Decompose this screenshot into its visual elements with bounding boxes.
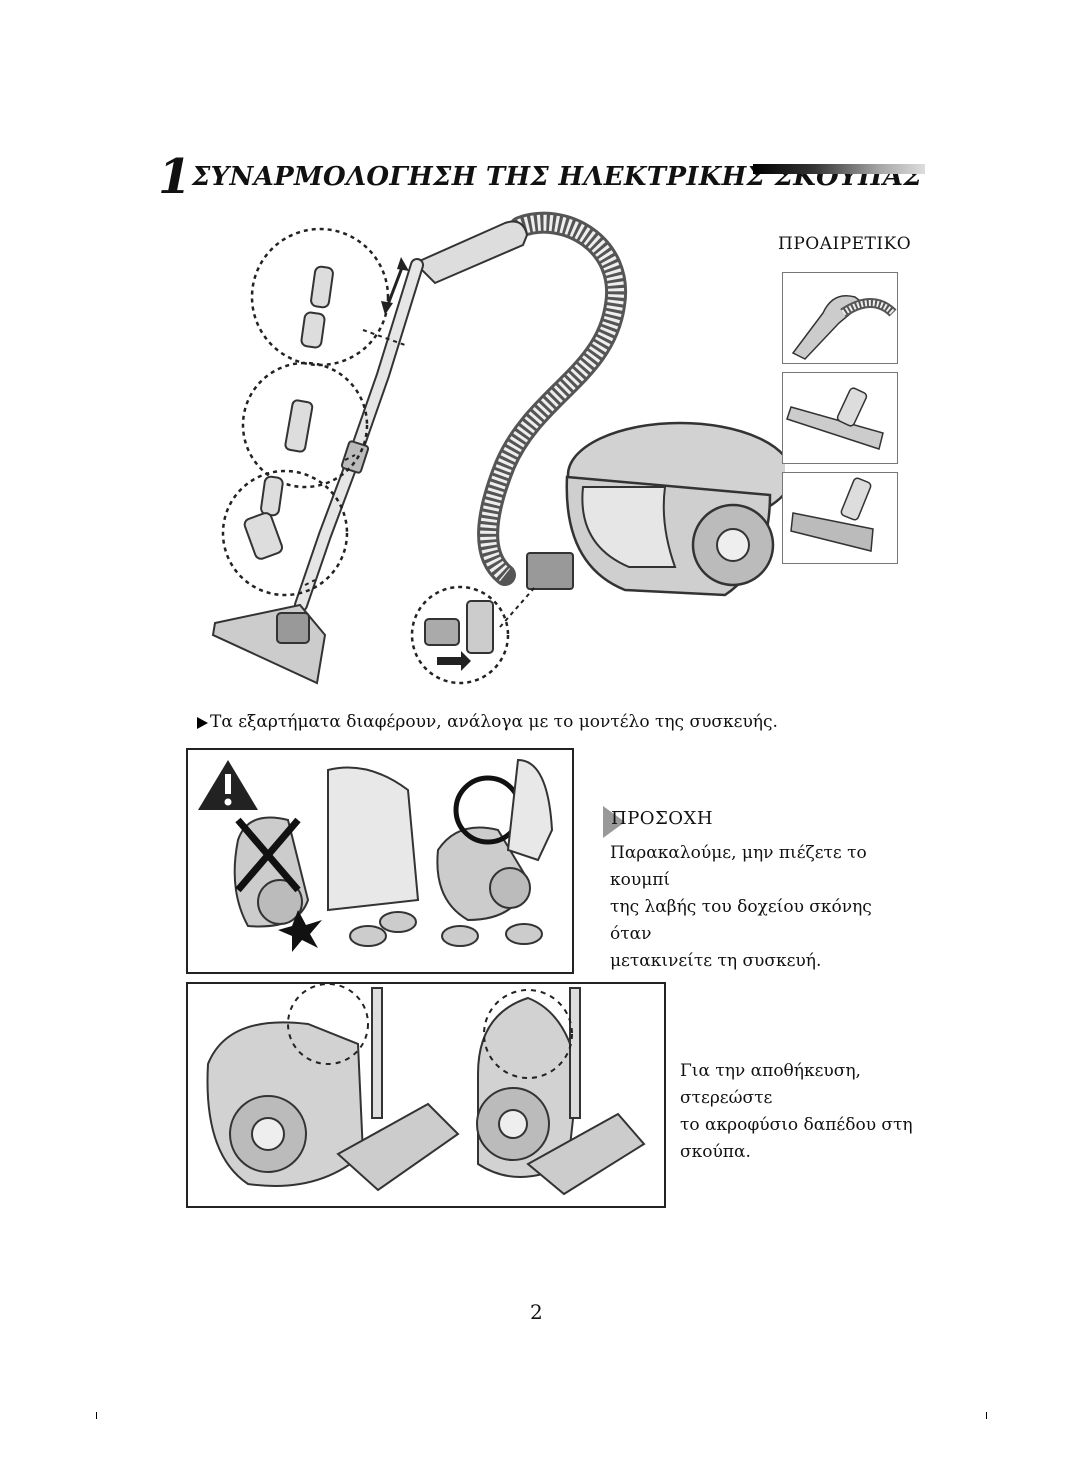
storage-line: Για την αποθήκευση, στερεώστε	[680, 1061, 861, 1108]
parts-note: Τα εξαρτήματα διαφέρουν, ανάλογα με το μ…	[197, 712, 778, 732]
detail-circle-2	[241, 361, 369, 489]
caution-line: μετακινείτε τη συσκευή.	[610, 951, 822, 971]
storage-line: σκούπα.	[680, 1142, 751, 1162]
caution-line: Παρακαλούμε, μην πιέζετε το κουμπί	[610, 843, 867, 890]
wand-clip	[340, 440, 370, 474]
optional-item-combination-nozzle	[782, 472, 898, 564]
hose-inlet	[526, 552, 574, 590]
section-title: 1 ΣΥΝΑΡΜΟΛΟΓΗΣΗ ΤΗΣ ΗΛΕΚΤΡΙΚΗΣ ΣΚΟΥΠΑΣ	[158, 150, 928, 204]
detail-circle-3	[221, 469, 349, 597]
page-number: 2	[530, 1300, 543, 1324]
assembly-illustration	[211, 211, 785, 685]
optional-item-floor-brush	[782, 372, 898, 464]
storage-illustration	[206, 983, 646, 1196]
detail-circle-4	[410, 585, 510, 685]
caution-illustration-box	[186, 748, 574, 974]
caution-marker-icon	[603, 806, 625, 838]
optional-item-handle	[782, 272, 898, 364]
combination-nozzle-icon	[790, 477, 874, 552]
parquet-brush-icon	[786, 387, 884, 450]
note-arrow-icon	[197, 716, 208, 729]
crop-mark	[986, 1412, 987, 1419]
storage-paragraph: Για την αποθήκευση, στερεώστε το ακροφύσ…	[680, 1058, 940, 1166]
adjust-arrow	[385, 264, 405, 308]
crop-mark	[96, 1412, 97, 1419]
impact-star-icon	[278, 910, 322, 952]
handle-grip	[413, 220, 529, 285]
section-number: 1	[158, 149, 192, 205]
optional-label: ΠΡΟΑΙΡΕΤΙΚΟ	[778, 234, 912, 254]
caution-illustration	[198, 758, 554, 952]
parts-note-text: Τα εξαρτήματα διαφέρουν, ανάλογα με το μ…	[210, 712, 778, 732]
storage-line: το ακροφύσιο δαπέδου στη	[680, 1115, 913, 1135]
handle-hose-icon	[791, 295, 897, 360]
caution-line: της λαβής του δοχείου σκόνης όταν	[610, 897, 872, 944]
title-gradient-bar	[753, 164, 925, 174]
storage-illustration-box	[186, 982, 666, 1208]
caution-paragraph: Παρακαλούμε, μην πιέζετε το κουμπί της λ…	[610, 840, 900, 975]
caution-heading-text: ΠΡΟΣΟΧΗ	[611, 808, 714, 829]
